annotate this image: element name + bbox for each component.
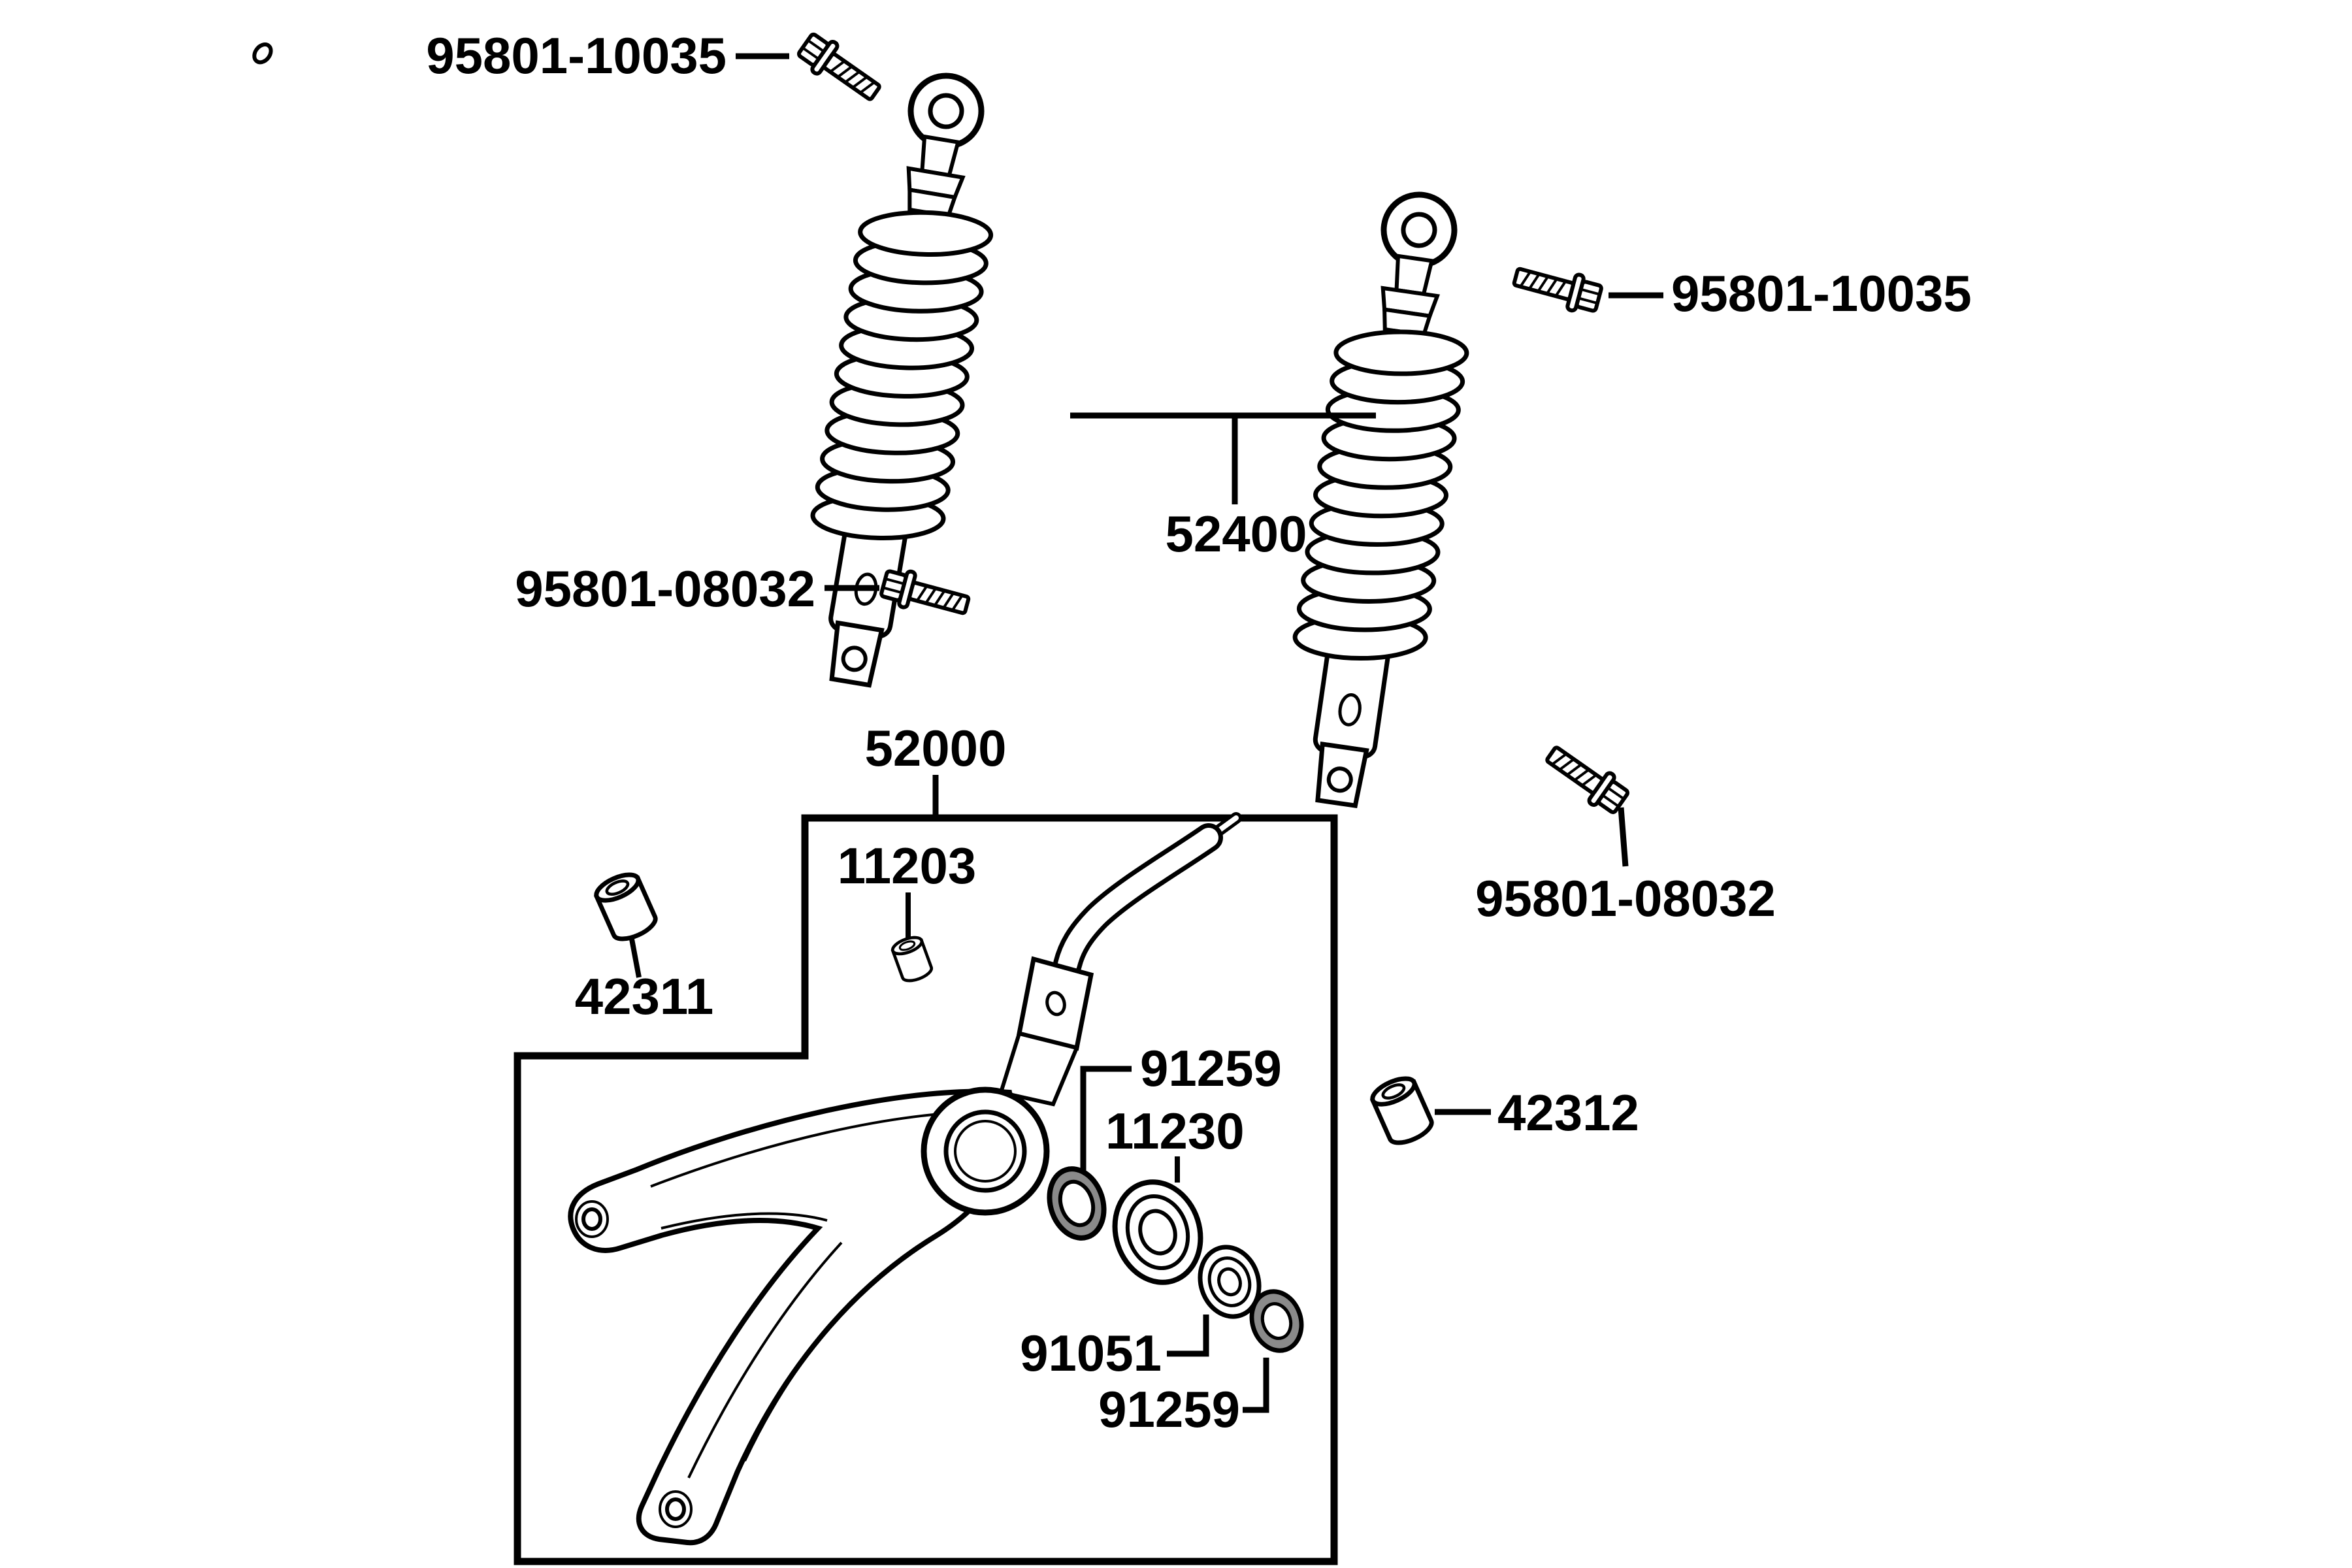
- part-label-bushing-small: 11203: [838, 837, 977, 894]
- oil-seal-upper-icon: [1047, 1166, 1107, 1241]
- leader-line-bushing-left: [629, 935, 642, 978]
- part-label-bushing-left: 42311: [575, 968, 714, 1025]
- leader-line-seal-lower: [1243, 1358, 1269, 1413]
- bearing-small-icon: [1198, 1245, 1262, 1319]
- shock-absorber-right-icon: [1269, 186, 1491, 813]
- part-label-swing-arm-assembly: 52000: [865, 719, 1007, 777]
- part-label-shock-pair: 52400: [1166, 505, 1307, 563]
- part-label-bushing-right: 42312: [1497, 1084, 1639, 1141]
- leader-line-shock-pair: [1070, 412, 1376, 504]
- leader-line-bolt-bottom-right: [1618, 807, 1629, 867]
- part-label-bolt-top-left: 95801-10035: [426, 27, 727, 84]
- part-label-seal-upper: 91259: [1140, 1039, 1282, 1097]
- bushing-left-icon: [593, 870, 659, 944]
- part-label-bearing-small: 91051: [1020, 1324, 1162, 1382]
- part-label-bolt-top-right: 95801-10035: [1671, 265, 1972, 322]
- part-label-bolt-mid-left: 95801-08032: [515, 560, 815, 617]
- leader-line-bearing-small: [1167, 1315, 1209, 1357]
- bushing-right-icon: [1369, 1073, 1435, 1148]
- assembly-boundary-box: [514, 814, 1338, 1565]
- part-label-bolt-bottom-right: 95801-08032: [1475, 870, 1776, 927]
- flange-bolt-top-left-icon: [794, 29, 885, 108]
- bushing-small-icon: [890, 934, 934, 984]
- flange-bolt-top-right-icon: [1511, 259, 1603, 316]
- part-label-seal-lower: 91259: [1098, 1380, 1240, 1438]
- leader-line-seal-upper: [1080, 1066, 1132, 1173]
- oil-seal-lower-icon: [1249, 1289, 1304, 1353]
- bearing-large-icon: [1112, 1179, 1203, 1285]
- swing-arm-icon: [252, 42, 1242, 1546]
- part-label-bearing-large: 11230: [1105, 1102, 1245, 1160]
- flange-bolt-bottom-right-icon: [1541, 739, 1631, 818]
